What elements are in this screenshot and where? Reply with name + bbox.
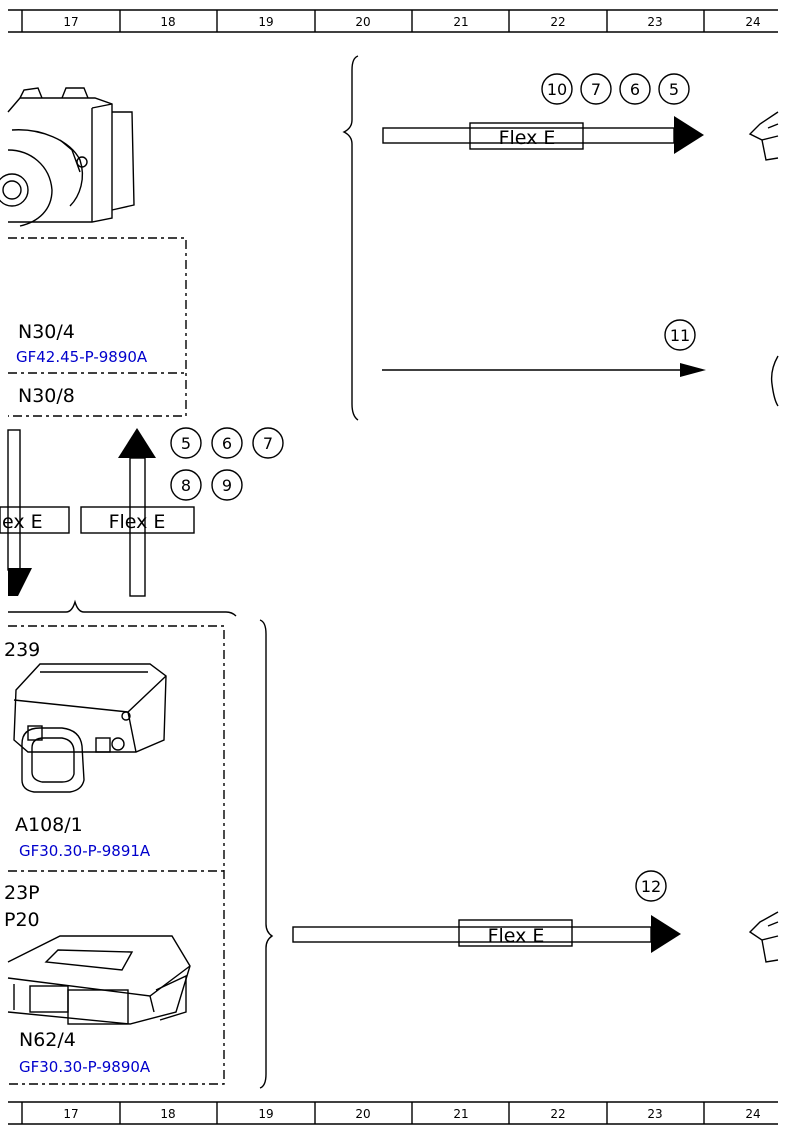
n30-box: N30/4 GF42.45-P-9890A N30/8 xyxy=(8,237,187,417)
top-ruler: 17 18 19 20 21 22 23 24 xyxy=(8,9,778,33)
n62-4-code: N62/4 xyxy=(19,1029,76,1051)
n30-8-code: N30/8 xyxy=(18,385,75,407)
bus-left-down: ex E xyxy=(0,429,70,596)
control-unit-drawing xyxy=(7,935,191,1025)
bus-top-right-number: 10 xyxy=(547,80,567,99)
bus-left-up-number: 9 xyxy=(222,476,232,495)
bus-left-up-number: 8 xyxy=(181,476,191,495)
top-ruler-col: 17 xyxy=(63,15,78,29)
n30-4-code: N30/4 xyxy=(18,321,75,343)
bus-middle-right-number: 11 xyxy=(670,326,690,345)
esp-unit-drawing xyxy=(0,87,135,227)
bus-left-up: Flex E 5 6 7 8 9 xyxy=(80,427,284,597)
bus-left-up-number: 7 xyxy=(263,434,273,453)
n30-4-ref-link[interactable]: GF42.45-P-9890A xyxy=(16,348,148,366)
bottom-ruler: 17 18 19 20 21 22 23 24 xyxy=(8,1101,778,1125)
bus-top-right-number: 7 xyxy=(591,80,601,99)
lower-top-brace xyxy=(8,599,237,617)
top-ruler-col: 22 xyxy=(550,15,565,29)
connector-partial-top xyxy=(748,111,779,161)
top-ruler-col: 21 xyxy=(453,15,468,29)
lower-right-brace xyxy=(259,619,274,1089)
n62-4-ref-link[interactable]: GF30.30-P-9890A xyxy=(19,1058,151,1076)
lower-box: 239 A108/1 GF30.30-P-9891A 23P P20 N62/4… xyxy=(4,625,225,1085)
bottom-ruler-col: 24 xyxy=(745,1107,760,1121)
bus-left-up-number: 6 xyxy=(222,434,232,453)
bus-bottom-right-label: Flex E xyxy=(488,925,545,947)
bottom-ruler-col: 18 xyxy=(160,1107,175,1121)
bottom-ruler-col: 17 xyxy=(63,1107,78,1121)
bus-top-right-number: 6 xyxy=(630,80,640,99)
n62-partial-code-2: P20 xyxy=(4,909,40,931)
a108-1-ref-link[interactable]: GF30.30-P-9891A xyxy=(19,842,151,860)
bus-top-right-number: 5 xyxy=(669,80,679,99)
bus-bottom-right: Flex E 12 xyxy=(292,870,681,953)
top-right-brace xyxy=(342,55,359,421)
top-ruler-col: 18 xyxy=(160,15,175,29)
a108-partial-code: 239 xyxy=(4,639,40,661)
top-ruler-col: 20 xyxy=(355,15,370,29)
bottom-ruler-col: 20 xyxy=(355,1107,370,1121)
bus-top-right-label: Flex E xyxy=(499,127,556,149)
bus-left-up-number: 5 xyxy=(181,434,191,453)
bottom-ruler-col: 23 xyxy=(647,1107,662,1121)
bus-middle-right: 11 xyxy=(382,319,706,377)
bottom-ruler-col: 19 xyxy=(258,1107,273,1121)
bus-bottom-right-number: 12 xyxy=(641,877,661,896)
n62-partial-code-1: 23P xyxy=(4,882,40,904)
radar-sensor-drawing xyxy=(13,663,167,793)
top-ruler-col: 23 xyxy=(647,15,662,29)
bus-left-down-label: ex E xyxy=(2,511,43,533)
bottom-ruler-col: 21 xyxy=(453,1107,468,1121)
a108-1-code: A108/1 xyxy=(15,814,83,836)
top-ruler-col: 19 xyxy=(258,15,273,29)
bus-left-up-label: Flex E xyxy=(109,511,166,533)
connector-partial-middle xyxy=(770,355,779,407)
bottom-ruler-col: 22 xyxy=(550,1107,565,1121)
bus-top-right: Flex E 10 7 6 5 xyxy=(382,73,704,154)
top-ruler-col: 24 xyxy=(745,15,760,29)
connector-partial-bottom xyxy=(748,911,779,963)
